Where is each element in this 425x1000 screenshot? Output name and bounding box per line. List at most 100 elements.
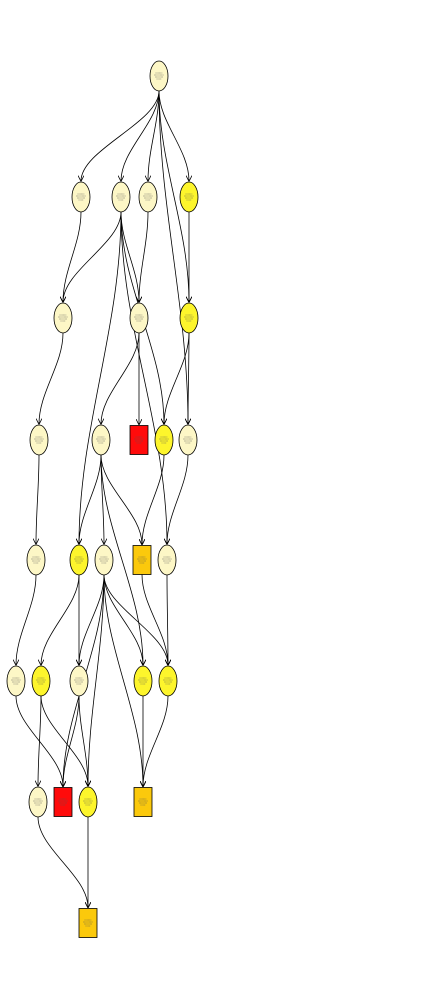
node-ellipse-n1 xyxy=(149,60,169,92)
node-label-marks-n7a xyxy=(33,798,43,806)
node-label-marks-n2a xyxy=(76,193,86,201)
graph-node-n5d[interactable] xyxy=(132,545,152,575)
graph-node-n2d[interactable] xyxy=(179,181,199,213)
graph-node-n7d[interactable] xyxy=(133,787,153,817)
graph-node-n5a[interactable] xyxy=(26,544,46,576)
edge-n1-n2d xyxy=(158,90,189,181)
node-label-marks-n6d xyxy=(138,677,148,685)
node-label-marks-n7b xyxy=(58,798,68,806)
node-ellipse-n4e xyxy=(178,424,198,456)
node-ellipse-n7a xyxy=(28,786,48,818)
edge-n2b-n3a xyxy=(63,211,122,302)
node-ellipse-n2b xyxy=(111,181,131,213)
node-box-n7b xyxy=(53,787,73,817)
edge-n6b-n7a xyxy=(38,695,42,786)
edge-n5a-n6a xyxy=(16,574,37,665)
edge-n1-n2c xyxy=(148,90,160,181)
node-ellipse-n5b xyxy=(69,544,89,576)
node-ellipse-n5a xyxy=(26,544,46,576)
node-label-marks-n5a xyxy=(31,556,41,564)
node-ellipse-n2d xyxy=(179,181,199,213)
edge-n2a-n3a xyxy=(63,211,82,302)
edge-n6c-n7c xyxy=(78,695,88,786)
node-ellipse-n5e xyxy=(157,544,177,576)
edge-n5b-n6b xyxy=(41,574,80,665)
node-ellipse-n5c xyxy=(94,544,114,576)
edge-n5c-n7d xyxy=(103,574,143,787)
node-ellipse-n6b xyxy=(31,665,51,697)
edge-n3b-n4b xyxy=(101,332,140,424)
edge-n2b-n5b xyxy=(79,211,122,544)
graph-node-n2a[interactable] xyxy=(71,181,91,213)
node-label-marks-n4a xyxy=(34,436,44,444)
node-ellipse-n3c xyxy=(179,302,199,334)
edge-n5c-n6d xyxy=(103,574,143,665)
graph-node-n2c[interactable] xyxy=(138,181,158,213)
node-label-marks-n6a xyxy=(11,677,21,685)
graph-node-n4b[interactable] xyxy=(91,424,111,456)
node-label-marks-n7d xyxy=(138,798,148,806)
graph-node-n6c[interactable] xyxy=(69,665,89,697)
graph-node-n4a[interactable] xyxy=(29,424,49,456)
graph-node-n7a[interactable] xyxy=(28,786,48,818)
edge-n4b-n5d xyxy=(100,454,142,545)
edge-n2b-n3b xyxy=(120,211,139,302)
edge-n5e-n6e xyxy=(167,574,168,665)
edge-n3c-n4d xyxy=(164,332,190,424)
node-box-n7d xyxy=(133,787,153,817)
node-label-marks-n6c xyxy=(74,677,84,685)
graph-node-n6a[interactable] xyxy=(6,665,26,697)
node-ellipse-n6d xyxy=(133,665,153,697)
node-label-marks-n2b xyxy=(116,193,126,201)
graph-node-n8a[interactable] xyxy=(78,908,98,938)
edge-n1-n4e xyxy=(158,90,188,424)
edge-n2b-n5e xyxy=(120,211,167,544)
graph-node-n7b[interactable] xyxy=(53,787,73,817)
node-label-marks-n6e xyxy=(163,677,173,685)
graph-node-n2b[interactable] xyxy=(111,181,131,213)
node-box-n4c xyxy=(129,425,149,455)
graph-node-n6d[interactable] xyxy=(133,665,153,697)
edge-n4e-n5e xyxy=(167,454,189,544)
edge-n4b-n5b xyxy=(79,454,102,544)
node-ellipse-n6a xyxy=(6,665,26,697)
node-label-marks-n5e xyxy=(162,556,172,564)
graph-node-n5b[interactable] xyxy=(69,544,89,576)
node-label-marks-n4b xyxy=(96,436,106,444)
node-label-marks-n8a xyxy=(83,919,93,927)
edge-n1-n2b xyxy=(121,90,160,181)
graph-node-n5e[interactable] xyxy=(157,544,177,576)
node-layer xyxy=(6,60,199,938)
graph-node-n3c[interactable] xyxy=(179,302,199,334)
node-label-marks-n3b xyxy=(134,314,144,322)
node-label-marks-n6b xyxy=(36,677,46,685)
graph-node-n7c[interactable] xyxy=(78,786,98,818)
node-ellipse-n4b xyxy=(91,424,111,456)
node-label-marks-n5c xyxy=(99,556,109,564)
edge-n5c-n6e xyxy=(103,574,168,665)
graph-node-n6b[interactable] xyxy=(31,665,51,697)
edge-n4d-n5d xyxy=(142,454,165,545)
edge-n2c-n3b xyxy=(139,211,149,302)
edge-n3c-n4e xyxy=(188,332,189,424)
graph-node-n4c[interactable] xyxy=(129,425,149,455)
graph-node-n6e[interactable] xyxy=(158,665,178,697)
node-label-marks-n2d xyxy=(184,193,194,201)
graph-node-n3a[interactable] xyxy=(53,302,73,334)
graph-node-n1[interactable] xyxy=(149,60,169,92)
edge-n5c-n7c xyxy=(88,574,105,786)
edge-n6c-n7b xyxy=(63,695,80,787)
edge-n1-n3c xyxy=(158,90,189,302)
node-ellipse-n7c xyxy=(78,786,98,818)
graph-node-n4d[interactable] xyxy=(154,424,174,456)
edge-n6e-n7d xyxy=(143,695,169,787)
node-label-marks-n1 xyxy=(154,72,164,80)
node-label-marks-n4d xyxy=(159,436,169,444)
graph-node-n3b[interactable] xyxy=(129,302,149,334)
node-ellipse-n6e xyxy=(158,665,178,697)
node-label-marks-n5d xyxy=(137,556,147,564)
graph-node-n5c[interactable] xyxy=(94,544,114,576)
node-label-marks-n4e xyxy=(183,436,193,444)
graph-node-n4e[interactable] xyxy=(178,424,198,456)
edge-n7a-n8a xyxy=(37,816,88,908)
